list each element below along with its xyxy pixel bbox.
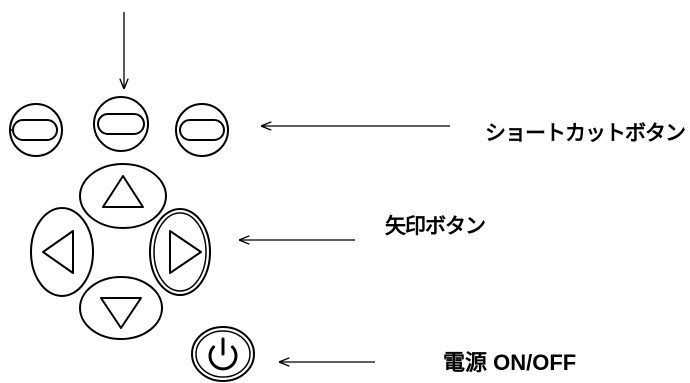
shortcut-button-1[interactable] [9, 103, 63, 157]
right-arrow-button[interactable] [149, 208, 211, 296]
up-arrow-button[interactable] [79, 163, 167, 229]
left-arrow-button[interactable] [30, 207, 94, 297]
triangle-left-icon [42, 230, 74, 274]
power-icon [208, 337, 238, 371]
power-button[interactable] [191, 326, 255, 382]
triangle-right-icon [169, 230, 202, 274]
shortcut-buttons-label: ショートカットボタン [485, 122, 686, 145]
shortcut-button-3[interactable] [175, 103, 229, 157]
triangle-up-icon [102, 175, 144, 208]
down-arrow-button[interactable] [79, 276, 163, 340]
arrow-buttons-label: 矢印ボタン [385, 215, 486, 238]
power-label: 電源 ON/OFF [443, 350, 577, 375]
shortcut-button-2[interactable] [93, 96, 149, 152]
triangle-down-icon [100, 297, 142, 329]
